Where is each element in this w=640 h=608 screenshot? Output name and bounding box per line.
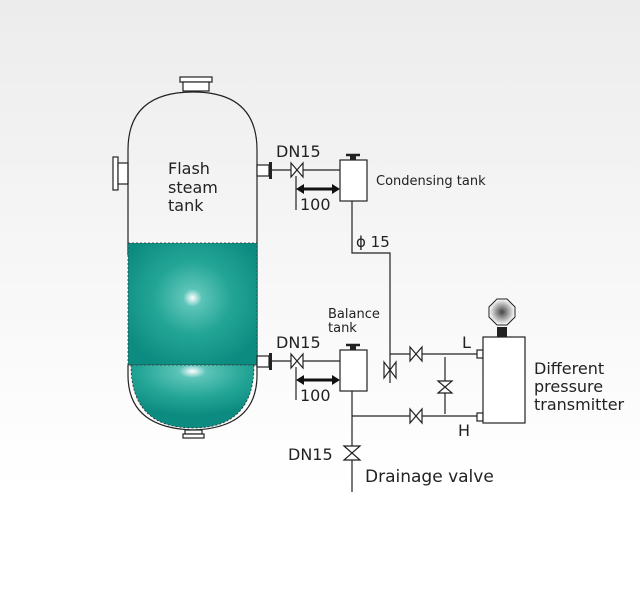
dn15-drain: DN15 xyxy=(288,445,333,464)
vent-valve-icon xyxy=(350,345,356,350)
valve-icon[interactable] xyxy=(383,360,397,380)
valve-icon[interactable] xyxy=(409,407,423,425)
liquid-level xyxy=(127,242,258,366)
condensing-tank-label: Condensing tank xyxy=(376,174,486,189)
condensing-tank xyxy=(339,159,368,202)
valve-manifold xyxy=(352,345,477,425)
dn15-lower: DN15 xyxy=(276,333,321,352)
dim-100-upper: 100 xyxy=(300,195,331,214)
balance-tank-label-2: tank xyxy=(328,321,357,336)
tank-label-1: Flash xyxy=(168,159,210,178)
dn15-upper: DN15 xyxy=(276,142,321,161)
gauge-icon xyxy=(488,298,516,326)
valve-icon[interactable] xyxy=(290,352,304,370)
tank-label-2: steam xyxy=(168,178,218,197)
valve-icon[interactable] xyxy=(409,345,423,363)
side-flange xyxy=(112,156,119,191)
bottom-flange xyxy=(184,429,203,435)
drain-valve-icon[interactable] xyxy=(342,445,362,461)
transmitter-label-3: transmitter xyxy=(534,395,625,414)
equalizing-valve-icon[interactable] xyxy=(436,380,454,394)
transmitter-label-1: Different xyxy=(534,359,604,378)
differential-pressure-transmitter: L H Different pressure transmitter xyxy=(458,298,625,440)
balance-tank-label-1: Balance xyxy=(328,307,380,322)
drainage-valve-label: Drainage valve xyxy=(365,467,494,487)
condensing-branch: DN15 100 Condensing tank ϕ 15 xyxy=(256,142,486,383)
transmitter-label-2: pressure xyxy=(534,377,603,396)
vent-valve-icon xyxy=(350,155,356,160)
valve-icon[interactable] xyxy=(290,161,304,179)
tube-size-label: ϕ 15 xyxy=(356,233,390,251)
balance-tank xyxy=(339,349,368,392)
dim-100-lower: 100 xyxy=(300,386,331,405)
flash-steam-tank: Flash steam tank xyxy=(112,76,258,439)
tank-label-3: tank xyxy=(168,196,204,215)
balance-branch: DN15 100 Balance tank DN15 Drainage valv… xyxy=(256,307,494,492)
low-port-label: L xyxy=(462,333,471,352)
high-port-label: H xyxy=(458,421,470,440)
top-flange xyxy=(179,76,213,83)
